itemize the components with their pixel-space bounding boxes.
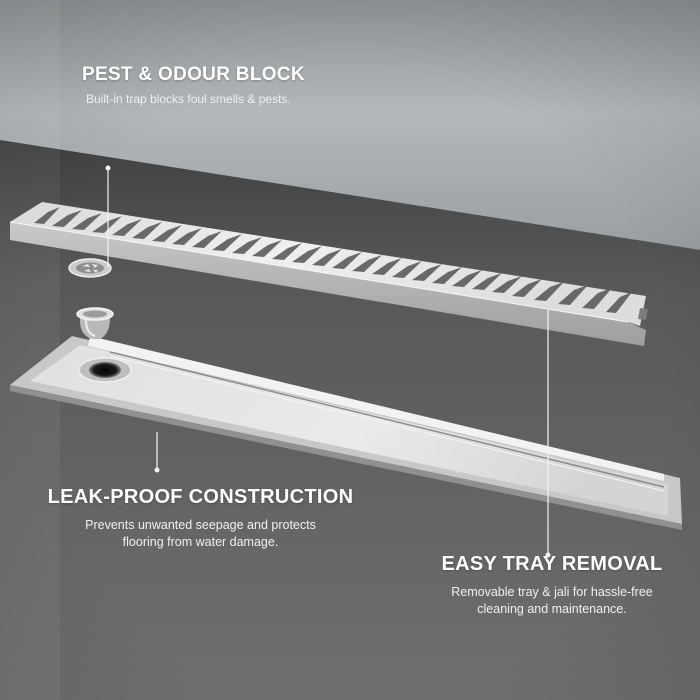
callout-title: LEAK-PROOF CONSTRUCTION	[47, 486, 354, 508]
callout-description: Built-in trap blocks foul smells & pests…	[86, 92, 291, 106]
leader-dot-pest	[105, 165, 111, 171]
grate-jali	[9, 202, 648, 346]
callout-description: Removable tray & jali for hassle-free cl…	[426, 584, 678, 618]
callout-description-line: flooring from water damage.	[122, 535, 279, 549]
callout-description-line: Prevents unwanted seepage and protects	[85, 518, 316, 532]
grate-slots	[34, 207, 632, 313]
callout-title: PEST & ODOUR BLOCK	[82, 64, 305, 85]
trap-cup	[76, 307, 114, 339]
callout-title: EASY TRAY REMOVAL	[441, 553, 663, 575]
drain-tray	[10, 336, 682, 530]
leader-lines	[105, 165, 551, 558]
callout-easy-tray-removal: EASY TRAY REMOVAL Removable tray & jali …	[426, 553, 678, 618]
callout-leak-proof-construction: LEAK-PROOF CONSTRUCTION Prevents unwante…	[28, 486, 373, 551]
callout-description: Prevents unwanted seepage and protects f…	[28, 517, 373, 551]
callout-description-line: Removable tray & jali for hassle-free	[451, 585, 653, 599]
trap-strainer	[68, 258, 112, 278]
callout-pest-odour-block: PEST & ODOUR BLOCK Built-in trap blocks …	[82, 64, 342, 108]
leader-dot-leak	[154, 467, 160, 473]
callout-description-line: cleaning and maintenance.	[477, 602, 627, 616]
leader-dot-tray	[545, 552, 551, 558]
